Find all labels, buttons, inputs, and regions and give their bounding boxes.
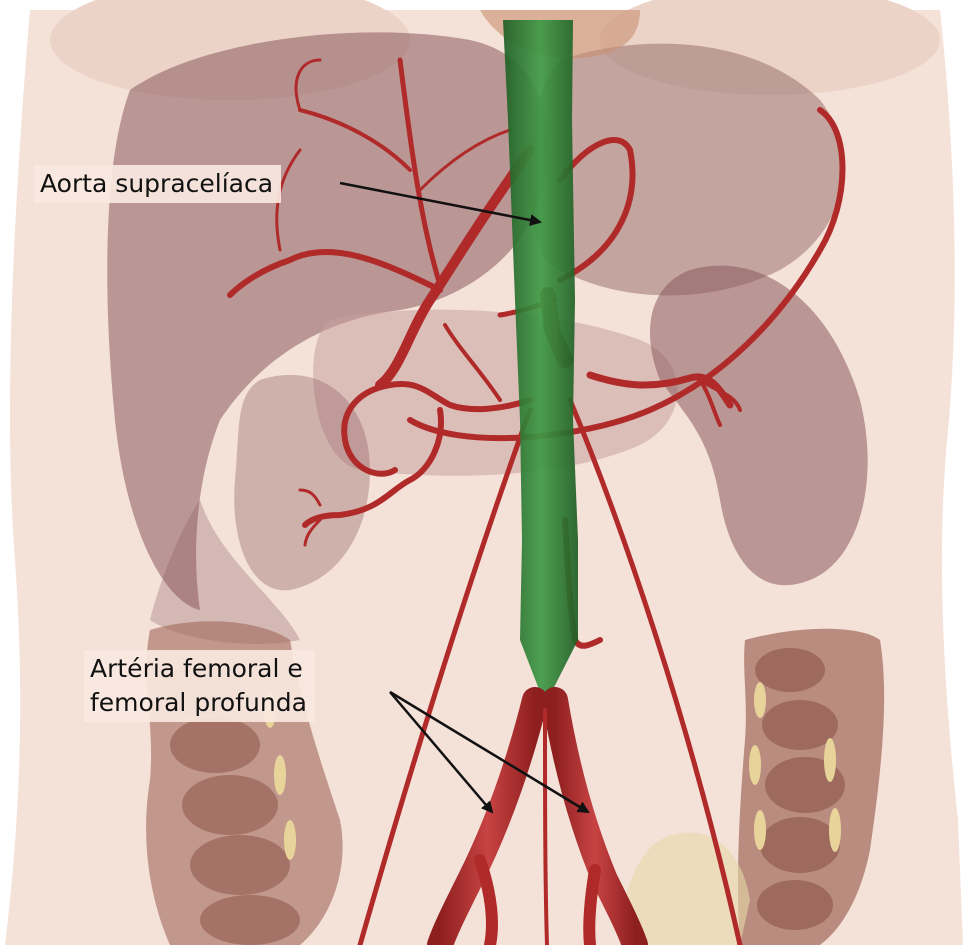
median-sacral-artery [545,710,547,945]
label-arteria-femoral: Artéria femoral e femoral profunda [84,650,315,722]
femoral-profunda-left [589,870,595,945]
label-femoral-line-2: femoral profunda [90,686,307,720]
label-femoral-line-1: Artéria femoral e [90,652,307,686]
stomach [528,44,844,296]
label-aorta-text: Aorta supracelíaca [40,167,273,201]
label-aorta-supraceliaca: Aorta supracelíaca [34,165,281,203]
